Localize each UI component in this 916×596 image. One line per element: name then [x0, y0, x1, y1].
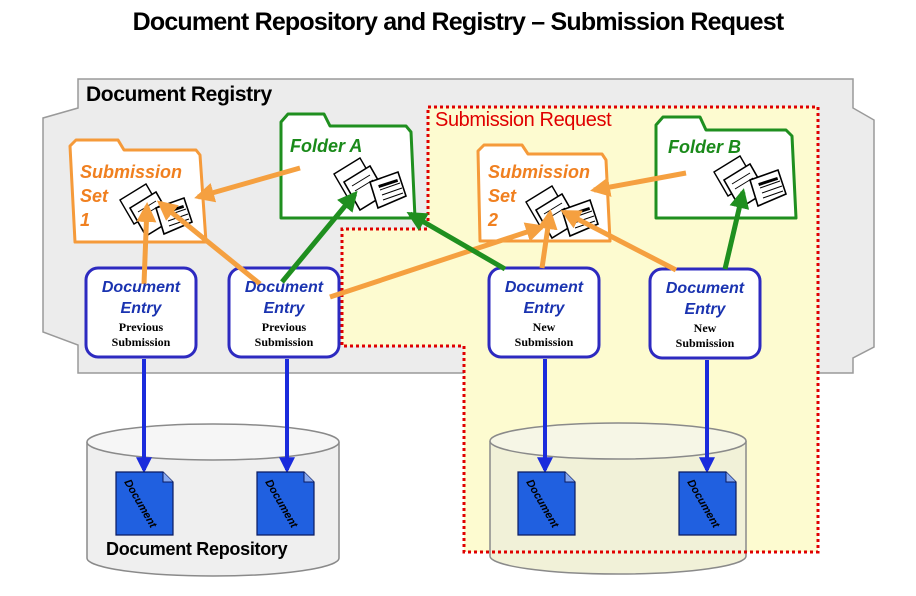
submission-request-boundary — [340, 105, 820, 554]
entry-4-title-line1: Document — [665, 280, 745, 297]
document-page-3: Document — [517, 471, 576, 536]
submission-set-2-label: Submission Set 2 — [488, 160, 618, 232]
entry-4-title-line2: Entry — [684, 301, 726, 318]
entry-1-sub-line1: Previous — [118, 320, 164, 334]
document-page-4: Document — [678, 471, 737, 536]
folder-b — [654, 115, 798, 220]
entry-2-sub-line2: Submission — [254, 335, 314, 349]
submission-set-2-line2: Set — [488, 186, 517, 206]
arrow-entry-1-to-set-1 — [136, 202, 157, 285]
registry-label: Document Registry — [86, 83, 272, 106]
entry-1-sub-line2: Submission — [111, 335, 171, 349]
entry-2-title-line1: Document — [244, 279, 324, 296]
document-page-1: Document — [115, 471, 174, 536]
arrow-folder-a-to-set-1 — [194, 165, 301, 203]
arrow-entry-2-to-set-2 — [329, 222, 546, 300]
arrow-entry-3-to-set-2 — [537, 209, 558, 269]
entry-1-title-line2: Entry — [120, 300, 162, 317]
folder-b-label: Folder B — [668, 137, 742, 157]
entry-box-1 — [84, 266, 198, 359]
entry-3-title-line2: Entry — [523, 300, 565, 317]
entry-1-title-line1: Document — [101, 279, 181, 296]
entry-3-subtitle: New Submission — [494, 320, 594, 350]
arrow-entry-2-to-folder-a — [280, 190, 358, 284]
entry-4-subtitle: New Submission — [655, 321, 755, 351]
folder-a-label: Folder A — [290, 136, 363, 156]
entry-1-title: Document Entry — [91, 277, 191, 319]
entry-1-subtitle: Previous Submission — [91, 320, 191, 350]
entry-3-sub-line2: Submission — [514, 335, 574, 349]
submission-request-label: Submission Request — [435, 109, 612, 131]
entry-3-title-line1: Document — [504, 279, 584, 296]
entry-4-sub-line1: New — [693, 321, 717, 335]
arrow-entry-3-to-folder-a — [406, 211, 507, 272]
arrow-entry-2-to-set-1 — [156, 200, 262, 286]
arrow-entry-4-to-set-2 — [560, 209, 678, 273]
entry-2-subtitle: Previous Submission — [234, 320, 334, 350]
submission-set-1-label: Submission Set 1 — [80, 160, 210, 232]
submission-set-2-line3: 2 — [488, 210, 499, 230]
page-title: Document Repository and Registry – Submi… — [132, 8, 785, 36]
document-page-2: Document — [256, 471, 315, 536]
submission-set-1-line3: 1 — [80, 210, 91, 230]
entry-2-title-line2: Entry — [263, 300, 305, 317]
entry-3-sub-line1: New — [532, 320, 556, 334]
folder-a — [279, 112, 417, 220]
entry-box-4 — [648, 267, 762, 360]
submission-set-2-line1: Submission — [488, 162, 591, 182]
submission-set-1-line2: Set — [80, 186, 109, 206]
entry-4-title: Document Entry — [655, 278, 755, 320]
arrow-entry-4-to-folder-b — [722, 188, 750, 270]
submission-set-1-line1: Submission — [80, 162, 183, 182]
entry-3-title: Document Entry — [494, 277, 594, 319]
entry-4-sub-line2: Submission — [675, 336, 735, 350]
entry-2-title: Document Entry — [234, 277, 334, 319]
entry-2-sub-line1: Previous — [261, 320, 307, 334]
arrow-folder-b-to-set-2 — [590, 170, 687, 197]
repository-label: Document Repository — [106, 539, 288, 559]
entry-box-2 — [227, 266, 341, 359]
